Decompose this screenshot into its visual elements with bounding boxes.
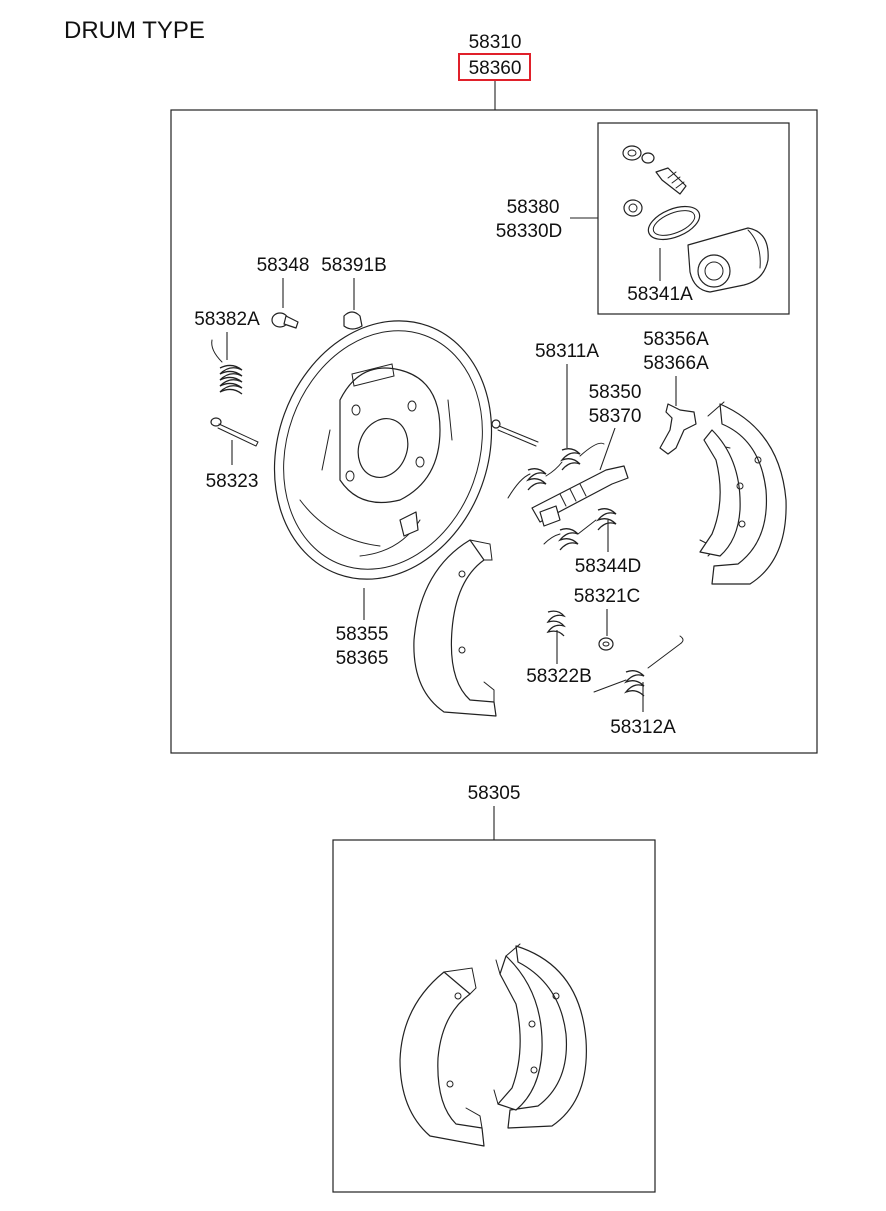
shoe-kit-left-icon (399, 967, 485, 1147)
label-58341A[interactable]: 58341A (627, 284, 693, 305)
hold-down-spring-icon (211, 339, 243, 395)
shoe-kit-right-icon (493, 943, 587, 1129)
brake-shoe-right-icon (699, 401, 787, 585)
label-58355[interactable]: 58355 (336, 624, 389, 645)
lever-icon (659, 403, 697, 455)
label-58311A[interactable]: 58311A (535, 341, 599, 362)
highlight-box (458, 53, 531, 81)
label-58366A[interactable]: 58366A (643, 353, 709, 374)
return-spring-lower-icon (543, 508, 617, 551)
label-58312A[interactable]: 58312A (610, 717, 676, 738)
label-58391B[interactable]: 58391B (321, 255, 387, 276)
backing-plate-icon (273, 320, 493, 580)
pin-small-icon (491, 419, 539, 447)
adjuster-icon (531, 465, 629, 527)
assembly-label-58310[interactable]: 58310 (469, 32, 522, 53)
label-58348[interactable]: 58348 (257, 255, 310, 276)
label-58380[interactable]: 58380 (507, 197, 560, 218)
return-spring-long-icon (593, 635, 684, 697)
shoe-kit-frame (332, 839, 656, 1193)
wheel-cylinder-icon (622, 145, 769, 293)
plug-icon (343, 311, 363, 330)
return-spring-upper-icon (507, 442, 605, 499)
label-58330D[interactable]: 58330D (496, 221, 563, 242)
diagram-title: DRUM TYPE (64, 17, 205, 44)
label-58382A[interactable]: 58382A (194, 309, 260, 330)
label-58356A[interactable]: 58356A (643, 329, 709, 350)
label-58344D[interactable]: 58344D (575, 556, 642, 577)
label-58323[interactable]: 58323 (206, 471, 259, 492)
label-58322B[interactable]: 58322B (526, 666, 592, 687)
brake-shoe-left-icon (413, 539, 497, 717)
label-58365[interactable]: 58365 (336, 648, 389, 669)
spring-small-icon (546, 610, 566, 637)
label-58305[interactable]: 58305 (468, 783, 521, 804)
pin-icon (210, 417, 259, 447)
cup-icon (598, 637, 614, 651)
assembly-label-58360[interactable]: 58360 (469, 58, 522, 79)
label-58370[interactable]: 58370 (589, 406, 642, 427)
label-58350[interactable]: 58350 (589, 382, 642, 403)
label-58321C[interactable]: 58321C (574, 586, 641, 607)
bolt-icon (271, 312, 299, 329)
assembly-frame (170, 109, 818, 754)
